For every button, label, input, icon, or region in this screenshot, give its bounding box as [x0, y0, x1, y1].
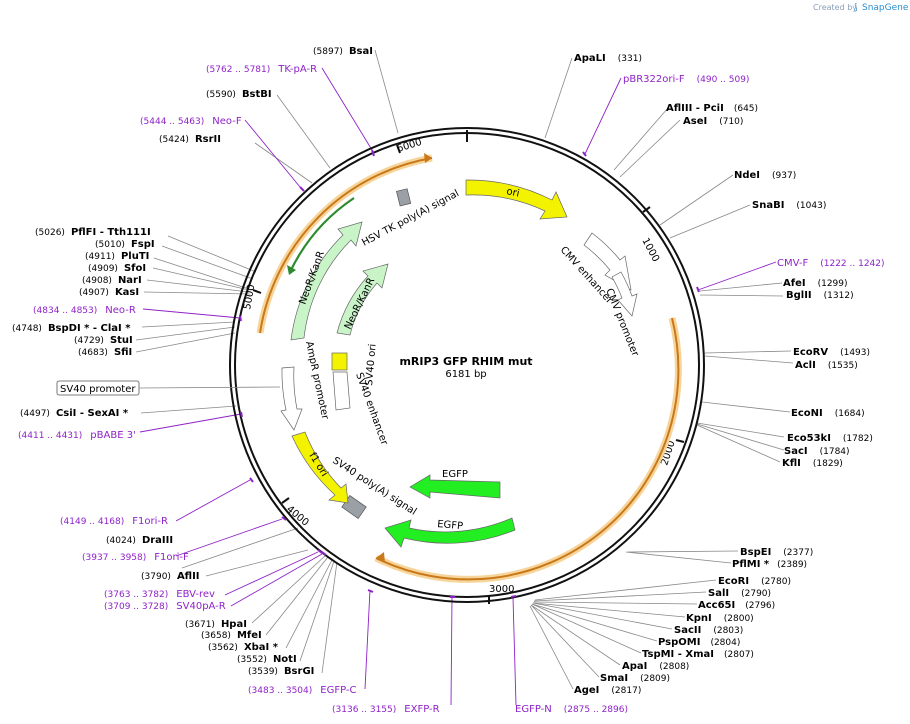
neor-outer-arrow: [290, 221, 363, 341]
primer-pbabe3: (4411 .. 4431)pBABE 3': [18, 430, 136, 441]
plasmid-length: 6181 bp: [445, 369, 486, 380]
enzyme-acc65i: Acc65I(2796): [698, 600, 775, 611]
primer-egfpn: EGFP-N(2875 .. 2896): [515, 704, 628, 715]
enzyme-acli: AclI(1535): [795, 360, 858, 371]
enzyme-bsai: (5897)BsaI: [313, 46, 373, 57]
enzyme-pluti: (4911)PluTI: [85, 251, 149, 262]
enzyme-kpni: KpnI(2800): [686, 613, 754, 624]
primer-f1orif: (3937 .. 3958)F1ori-F: [82, 552, 189, 563]
egfp-inner-arrow: [409, 474, 501, 499]
primer-f1orir: (4149 .. 4168)F1ori-R: [60, 516, 168, 527]
enzyme-asei: AseI(710): [683, 116, 743, 127]
primer-neor: (4834 .. 4853)Neo-R: [33, 305, 136, 316]
enzyme-bspei: BspEI(2377): [740, 547, 813, 558]
primer-tkpar: (5762 .. 5781)TK-pA-R: [206, 64, 317, 75]
enzyme-sali: SalI(2790): [708, 588, 771, 599]
sv40-promoter-callout: SV40 promoter: [56, 380, 281, 396]
neor-inner-arrow: [336, 263, 389, 336]
ori-arrow: [465, 179, 568, 220]
enzyme-agei: AgeI(2817): [574, 685, 641, 696]
ori-label: ori: [505, 186, 520, 199]
enzyme-snabi: SnaBI(1043): [752, 200, 826, 211]
orange-arcs: [256, 153, 682, 583]
enzyme-ecorv: EcoRV(1493): [793, 347, 870, 358]
enzyme-bspdi: (4748)BspDI * - ClaI *: [12, 323, 131, 334]
primer-marks: [239, 149, 700, 598]
enzyme-stui: (4729)StuI: [74, 335, 133, 346]
ampr-promoter-arrow: [280, 366, 303, 431]
primer-egfpc: (3483 .. 3504)EGFP-C: [248, 685, 357, 696]
leader-lines: [135, 49, 794, 690]
enzyme-draiii: (4024)DraIII: [106, 535, 173, 546]
sv40-promoter-label: SV40 promoter: [60, 384, 136, 395]
enzyme-labels: (5897)BsaI (5590)BstBI (5424)RsrII (5026…: [12, 46, 873, 696]
enzyme-afliii: AflIII - PciI(645): [666, 103, 758, 114]
snapgene-logo-icon: ⟆: [854, 3, 858, 13]
enzyme-aflii: (3790)AflII: [141, 571, 200, 582]
enzyme-nari: (4908)NarI: [82, 275, 142, 286]
hsv-tk-box: [396, 188, 412, 207]
tick-1000: 1000: [639, 236, 661, 264]
tick-4000: 4000: [284, 504, 311, 529]
enzyme-econi: EcoNI(1684): [791, 408, 865, 419]
primer-cmvf: CMV-F(1222 .. 1242): [777, 258, 885, 269]
egfp-inner-label: EGFP: [442, 469, 468, 480]
enzyme-bglii: BglII(1312): [786, 290, 854, 301]
enzyme-csii: (4497)CsiI - SexAI *: [20, 408, 129, 419]
enzyme-ndei: NdeI(937): [734, 170, 796, 181]
enzyme-kasi: (4907)KasI: [79, 287, 139, 298]
sv40-ori-box: [331, 352, 348, 371]
plasmid-title: mRIP3 GFP RHIM mut 6181 bp: [399, 355, 532, 380]
f1-ori-arrow: [291, 431, 349, 504]
sv40-ori-label: SV40 ori: [364, 343, 379, 386]
plasmid-name: mRIP3 GFP RHIM mut: [399, 355, 532, 368]
enzyme-bstbi: (5590)BstBI: [206, 89, 272, 100]
enzyme-ecori: EcoRI(2780): [718, 576, 791, 587]
egfp-outer-label: EGFP: [437, 519, 464, 532]
enzyme-tspmi: TspMI - XmaI(2807): [642, 649, 754, 660]
primer-neof: (5444 .. 5463)Neo-F: [140, 116, 242, 127]
primer-pbr322: pBR322ori-F(490 .. 509): [623, 74, 749, 85]
enzyme-xbai: (3562)XbaI *: [208, 642, 279, 653]
tick-5000: 5000: [242, 284, 257, 311]
enzyme-fspi: (5010)FspI: [95, 239, 155, 250]
enzyme-sfii: (4683)SfiI: [78, 347, 132, 358]
primer-leader-lines: [139, 67, 777, 706]
snapgene-brand: Created by ⟆ SnapGene: [813, 3, 909, 13]
hsv-tk-label: HSV TK poly(A) signal: [360, 188, 461, 249]
enzyme-pflfi: (5026)PflFI - Tth111I: [35, 227, 151, 238]
brand-name: SnapGene: [862, 3, 909, 13]
ampr-promoter-label: AmpR promoter: [303, 340, 330, 421]
enzyme-sfoi: (4909)SfoI: [88, 263, 146, 274]
enzyme-afei: AfeI(1299): [783, 278, 848, 289]
enzyme-apai: ApaI(2808): [622, 661, 689, 672]
enzyme-kfli: KflI(1829): [782, 458, 843, 469]
brand-created-by: Created by: [813, 3, 857, 12]
sv40-enhancer-arrow: [332, 371, 351, 411]
enzyme-eco53ki: Eco53kI(1782): [787, 433, 873, 444]
primer-sv40par: (3709 .. 3728)SV40pA-R: [104, 601, 226, 612]
enzyme-pflmi: PflMI *(2389): [732, 559, 807, 570]
enzyme-saci: SacI(1784): [784, 446, 850, 457]
cmv-promoter-arrow: [611, 271, 638, 317]
primer-ebvrev: (3763 .. 3782)EBV-rev: [104, 589, 215, 600]
primer-exfpr: (3136 .. 3155)EXFP-R: [332, 704, 440, 715]
tick-marks: [252, 130, 685, 604]
enzyme-sacii: SacII(2803): [674, 625, 743, 636]
enzyme-apali: ApaLI(331): [574, 53, 642, 64]
tick-6000: 6000: [396, 137, 424, 155]
enzyme-bsrgi: (3539)BsrGI: [248, 666, 314, 677]
enzyme-smai: SmaI(2809): [600, 673, 670, 684]
primer-labels: (5762 .. 5781)TK-pA-R (5444 .. 5463)Neo-…: [18, 64, 885, 715]
tick-3000: 3000: [489, 584, 514, 595]
enzyme-rsrii: (5424)RsrII: [159, 134, 221, 145]
enzyme-mfei: (3658)MfeI: [201, 630, 262, 641]
enzyme-noti: (3552)NotI: [237, 654, 297, 665]
enzyme-pspomi: PspOMI(2804): [658, 637, 740, 648]
egfp-outer-arrow: [384, 517, 516, 548]
enzyme-hpai: (3671)HpaI: [185, 619, 247, 630]
